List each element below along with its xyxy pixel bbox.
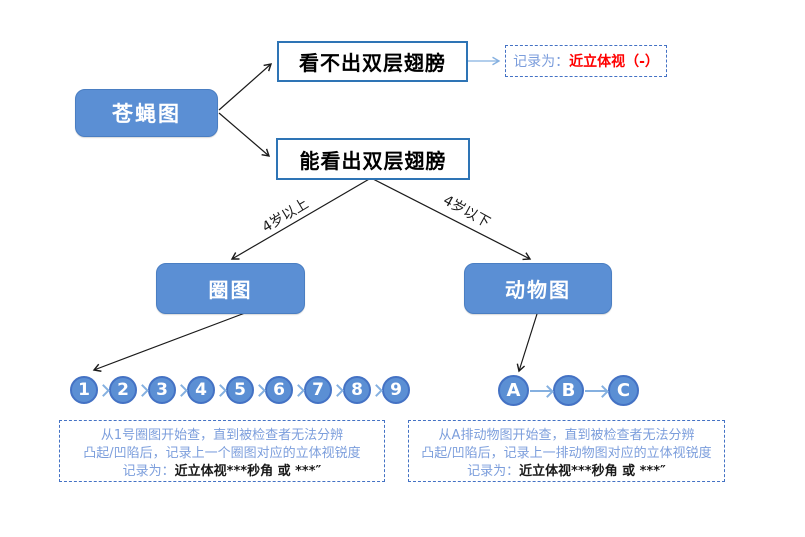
note-record-prefix: 记录为： [122,464,175,479]
sequence-circle-7: 7 [304,376,332,404]
sequence-circle-a: A [498,375,529,406]
chevron-right-icon [253,383,266,397]
note-line-3: 记录为：近立体视***秒角 或 ***″ [60,463,384,481]
arrow-animal-chart-to-a [516,313,538,373]
node-can-see-wings: 能看出双层翅膀 [276,138,470,180]
sequence-circle-3: 3 [148,376,176,404]
edge-label-under-4: 4岁以下 [440,192,493,232]
node-circle-chart: 圈图 [156,263,305,314]
record-value-label: 近立体视（-） [569,54,659,70]
note-record-value: 近立体视***秒角 或 ***″ [519,464,666,479]
arrow-right-icon [585,389,607,392]
note-line-1: 从1号圈图开始查，直到被检查者无法分辨 [100,428,344,443]
node-animal-chart: 动物图 [464,263,612,314]
note-line-2: 凸起/凹陷后，记录上一排动物图对应的立体视锐度 [421,446,712,461]
note-box-animal-chart: 从A排动物图开始查，直到被检查者无法分辨 凸起/凹陷后，记录上一排动物图对应的立… [408,420,725,482]
sequence-circle-2: 2 [109,376,137,404]
note-box-circle-chart: 从1号圈图开始查，直到被检查者无法分辨 凸起/凹陷后，记录上一个圈图对应的立体视… [59,420,385,482]
circle-sequence-row: 1 2 3 4 5 6 7 8 9 [70,375,410,405]
note-line-3: 记录为：近立体视***秒角 或 ***″ [409,463,724,481]
chevron-right-icon [175,383,188,397]
note-record-prefix: 记录为： [467,464,520,479]
chevron-right-icon [370,383,383,397]
node-cannot-see-wings: 看不出双层翅膀 [277,41,468,82]
sequence-circle-8: 8 [343,376,371,404]
sequence-circle-b: B [553,375,584,406]
sequence-circle-4: 4 [187,376,215,404]
record-prefix-label: 记录为： [513,54,570,70]
chevron-right-icon [292,383,305,397]
sequence-circle-1: 1 [70,376,98,404]
node-fly-chart: 苍蝇图 [75,89,218,137]
note-record-value: 近立体视***秒角 或 ***″ [174,464,322,479]
chevron-right-icon [331,383,344,397]
record-negative-box: 记录为：近立体视（-） [505,45,667,77]
sequence-circle-5: 5 [226,376,254,404]
chevron-right-icon [136,383,149,397]
arrow-circle-chart-to-1 [92,312,246,372]
note-line-2: 凸起/凹陷后，记录上一个圈图对应的立体视锐度 [83,446,361,461]
chevron-right-icon [97,383,110,397]
sequence-circle-9: 9 [382,376,410,404]
chevron-right-icon [214,383,227,397]
letter-sequence-row: A B C [498,375,639,406]
arrow-fly-to-can-see [218,112,271,157]
arrow-can-see-to-circle-chart [230,177,372,260]
sequence-circle-c: C [608,375,639,406]
arrow-fly-to-cannot-see [218,63,273,111]
arrow-right-icon [530,389,552,392]
note-line-1: 从A排动物图开始查，直到被检查者无法分辨 [438,428,695,443]
edge-label-over-4: 4岁以上 [259,195,312,236]
sequence-circle-6: 6 [265,376,293,404]
